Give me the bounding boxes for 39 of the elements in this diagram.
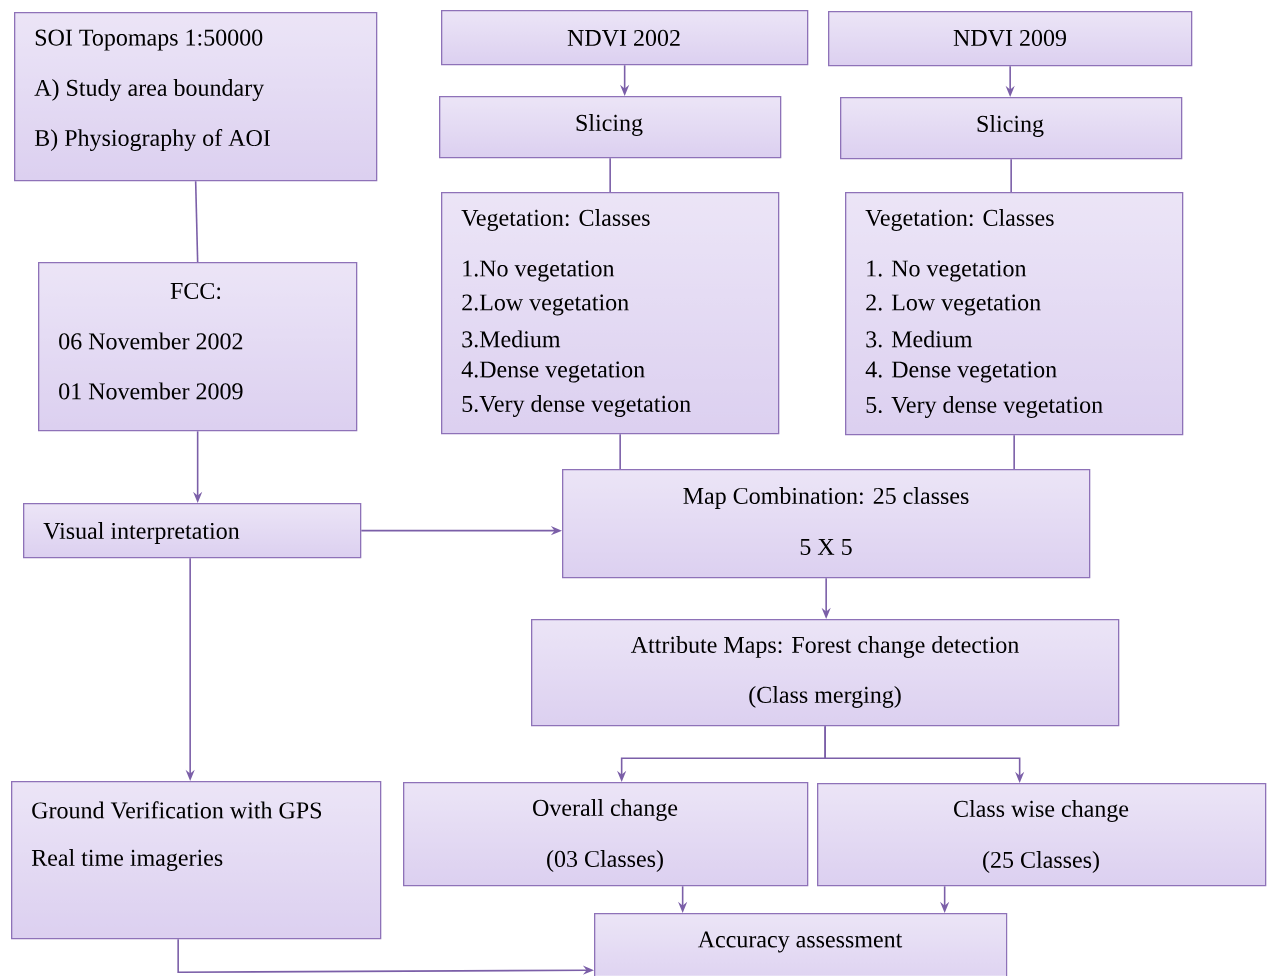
box-text: 5 X 5 [800,539,852,555]
box-text: 01 November 2009 [59,382,243,400]
box-text: Vegetation: Classes [461,209,650,231]
box-text: 1. No vegetation [867,260,1027,282]
box-text: 4.Dense vegetation [461,361,645,383]
box-text: 5. Very dense vegetation [866,396,1103,418]
connector-line [619,433,621,470]
box-text: (25 Classes) [983,851,1099,873]
box-text: Class wise change [954,800,1129,822]
box-text: NDVI 2002 [567,29,680,47]
box-text: (03 Classes) [547,850,663,872]
connector-line [1013,434,1015,470]
box-text: Accuracy assessment [697,931,903,953]
box-text: Map Combination: 25 classes [683,487,969,509]
box-text: 2.Low vegetation [462,294,629,316]
box-text: Slicing [977,115,1044,137]
box-text: 3. Medium [866,330,973,348]
box-text: A) Study area boundary [34,79,265,101]
box-text: SOI Topomaps 1:50000 [35,29,263,51]
box-text: Real time imageries [31,849,223,871]
box-text: 2. Low vegetation [866,294,1041,316]
box-text: Slicing [576,114,643,136]
box-text: Overall change [533,799,678,821]
box-text: (Class merging) [749,686,901,708]
box-text: 4. Dense vegetation [865,361,1057,383]
connector-line [609,157,611,193]
box-text: Visual interpretation [43,522,240,544]
box-text: Ground Verification with GPS [32,801,322,819]
box-text: 06 November 2002 [59,332,243,350]
box-text: 5.Very dense vegetation [462,395,691,417]
box-text: B) Physiography of AOI [34,128,270,152]
box-text: 1.No vegetation [463,260,615,282]
connector-line [194,180,199,263]
box-text: NDVI 2009 [953,29,1066,47]
box-text: FCC: [170,282,221,300]
box-text: 3.Medium [462,330,561,348]
box-text: Vegetation: Classes [865,209,1054,231]
box-text: Attribute Maps: Forest change detection [630,636,1019,658]
connector-line [1010,158,1012,193]
